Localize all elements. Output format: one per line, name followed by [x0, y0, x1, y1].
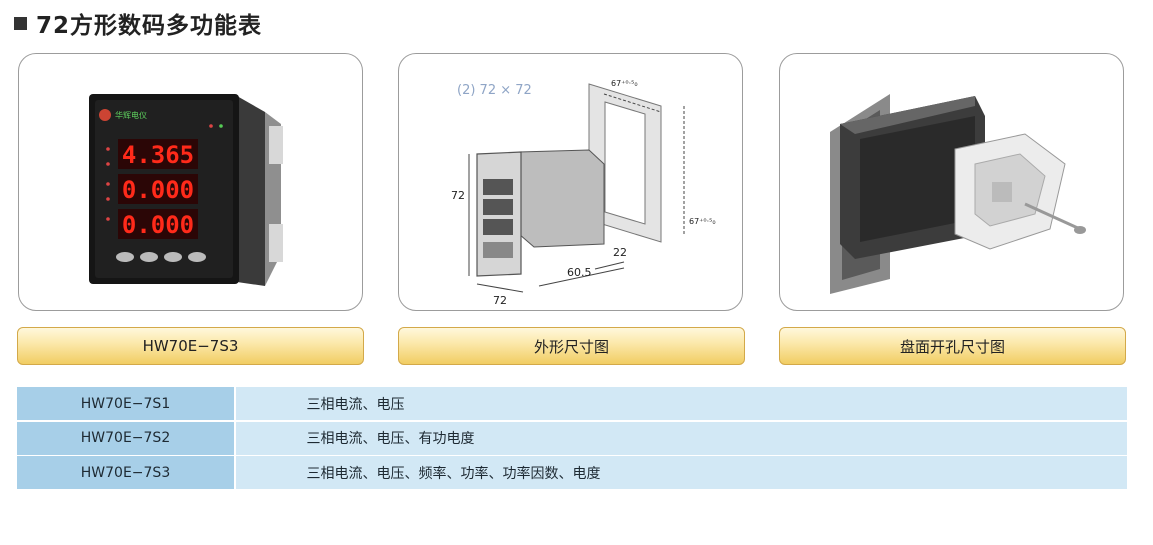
- meter-button-4: [188, 252, 206, 262]
- bracket-rod: [1024, 202, 1081, 231]
- function-cell: 三相电流、电压、频率、功率、功率因数、电度: [235, 456, 1127, 489]
- dim-back-label: 22: [613, 246, 627, 259]
- dim-cutout-w-label: 67⁺⁰·⁵₀: [611, 79, 638, 88]
- model-cell: HW70E−7S2: [17, 421, 234, 455]
- product-photo-panel: 华辉电仪 4.365 0.000 0.000: [18, 53, 363, 311]
- brand-name: 华辉电仪: [115, 110, 147, 120]
- meter-button-1: [116, 252, 134, 262]
- outline-dimension-drawing: (2) 72 × 72 72 72 60.5 22 67⁺⁰·⁵₀ 67⁺⁰·⁵…: [451, 79, 716, 307]
- meter-button-3: [164, 252, 182, 262]
- model-cell: HW70E−7S3: [17, 456, 234, 489]
- indicator-led: [106, 197, 110, 201]
- meter-button-2: [140, 252, 158, 262]
- key-block: [483, 242, 513, 258]
- panel-mounting-illustration: [830, 94, 1086, 294]
- caption-product-model: HW70E−7S3: [17, 327, 364, 365]
- page-title-text: 72方形数码多功能表: [36, 13, 263, 39]
- display-value-3: 0.000: [122, 211, 194, 239]
- indicator-led: [219, 124, 223, 128]
- caption-outline-dimensions: 外形尺寸图: [398, 327, 745, 365]
- meter-front-illustration: 华辉电仪 4.365 0.000 0.000: [89, 94, 283, 286]
- display-row-1: [118, 139, 198, 169]
- dim-width-label: 72: [493, 294, 507, 307]
- display-row-3: [118, 209, 198, 239]
- meter-rear-face: [860, 116, 975, 242]
- table-row: HW70E−7S3 三相电流、电压、频率、功率、功率因数、电度: [17, 456, 1127, 489]
- function-cell: 三相电流、电压、有功电度: [235, 421, 1127, 455]
- table-row: HW70E−7S1 三相电流、电压: [17, 387, 1127, 420]
- indicator-led: [106, 147, 110, 151]
- meter-top-edge: [840, 96, 975, 134]
- dim-height-label: 72: [451, 189, 465, 202]
- indicator-led: [106, 182, 110, 186]
- meter-clip-top: [269, 126, 283, 164]
- indicator-led: [106, 217, 110, 221]
- meter-side-case: [237, 96, 265, 286]
- bracket-rod-end: [1074, 226, 1086, 234]
- dim-line-width: [476, 283, 524, 293]
- indicator-led: [106, 162, 110, 166]
- dim-depth-label: 60.5: [567, 266, 592, 279]
- model-cell: HW70E−7S1: [17, 387, 234, 420]
- caption-panel-cutout: 盘面开孔尺寸图: [779, 327, 1126, 365]
- digit-block-3: [483, 219, 513, 235]
- dim-line-depth: [538, 267, 625, 287]
- panel-cutout: [604, 101, 646, 225]
- brand-logo: [99, 109, 111, 121]
- model-spec-table: HW70E−7S1 三相电流、电压 HW70E−7S2 三相电流、电压、有功电度…: [17, 387, 1127, 491]
- title-square-bullet: [14, 16, 27, 30]
- display-value-1: 4.365: [122, 141, 194, 169]
- indicator-led: [209, 124, 213, 128]
- meter-body: [518, 149, 605, 248]
- digit-block-1: [483, 179, 513, 195]
- bracket-screw: [992, 182, 1012, 202]
- page-title: 72方形数码多功能表: [14, 8, 263, 39]
- dim-cutout-h-label: 67⁺⁰·⁵₀: [689, 217, 716, 226]
- function-cell: 三相电流、电压: [235, 387, 1127, 420]
- digit-block-2: [483, 199, 513, 215]
- outline-dimension-panel: (2) 72 × 72 72 72 60.5 22 67⁺⁰·⁵₀ 67⁺⁰·⁵…: [398, 53, 743, 311]
- meter-clip-bottom: [269, 224, 283, 262]
- dim-line-back: [594, 261, 625, 270]
- table-row: HW70E−7S2 三相电流、电压、有功电度: [17, 421, 1127, 455]
- display-row-2: [118, 174, 198, 204]
- display-value-2: 0.000: [122, 176, 194, 204]
- panel-cutout-panel: [779, 53, 1124, 311]
- size-label: (2) 72 × 72: [457, 83, 532, 98]
